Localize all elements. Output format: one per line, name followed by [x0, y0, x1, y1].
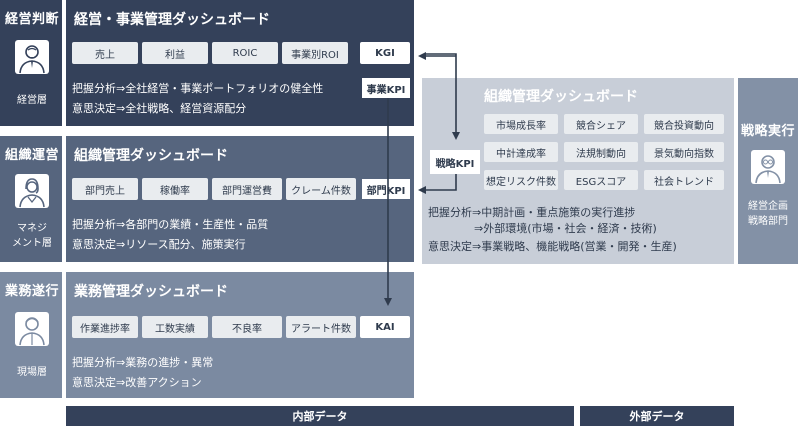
chip-sales: 売上 [72, 42, 138, 64]
chip-kai: KAI [360, 316, 410, 338]
executive-person-icon [14, 39, 50, 79]
external-data-bar: 外部データ [580, 406, 734, 426]
chip-roic: ROIC [212, 42, 278, 64]
executive-side-sub: 経営層 [17, 95, 47, 106]
chip-social-trend: 社会トレンド [644, 170, 724, 190]
worker-person-icon [14, 311, 50, 351]
chip-competitor-share: 競合シェア [564, 114, 638, 134]
executive-dashboard-panel: 経営・事業管理ダッシュボード 売上 利益 ROIC 事業別ROI KGI 把握分… [66, 0, 414, 126]
executive-decision-line: 意思決定⇒全社戦略、経営資源配分 [72, 102, 247, 115]
chip-market-growth: 市場成長率 [484, 114, 558, 134]
chip-esg-score: ESGスコア [564, 170, 638, 190]
chip-regulation-trend: 法規制動向 [564, 142, 638, 162]
business-kpi-box: 事業KPI [362, 78, 410, 98]
manager-person-icon [14, 173, 50, 213]
chip-profit: 利益 [142, 42, 208, 64]
executive-side-title: 経営判断 [4, 12, 59, 27]
operations-side-label: 業務遂行 現場層 [2, 272, 62, 398]
strategist-person-icon [750, 149, 786, 189]
operations-dashboard-panel: 業務管理ダッシュボード 作業進捗率 工数実績 不良率 アラート件数 KAI 把握… [66, 272, 414, 398]
strategy-side-title: 戦略実行 [740, 124, 795, 139]
operations-side-sub: 現場層 [17, 367, 47, 378]
chip-kgi: KGI [360, 42, 410, 64]
strategy-dashboard-title: 組織管理ダッシュボード [484, 89, 638, 105]
operations-dashboard-title: 業務管理ダッシュボード [74, 284, 228, 300]
chip-dept-sales: 部門売上 [72, 178, 138, 200]
executive-dashboard-title: 経営・事業管理ダッシュボード [74, 12, 270, 28]
chip-utilization: 稼働率 [142, 178, 208, 200]
organization-dashboard-title: 組織管理ダッシュボード [74, 148, 228, 164]
chip-defect-rate: 不良率 [212, 316, 282, 338]
chip-competitor-investment: 競合投資動向 [644, 114, 724, 134]
organization-side-title: 組織運営 [4, 148, 59, 163]
strategy-kpi-box: 戦略KPI [430, 150, 480, 174]
organization-dashboard-panel: 組織管理ダッシュボード 部門売上 稼働率 部門運営費 クレーム件数 把握分析⇒各… [66, 136, 414, 262]
chip-alerts: アラート件数 [286, 316, 356, 338]
kgi-strategy-line [424, 53, 460, 140]
organization-side-label: 組織運営 マネジ メント層 [2, 136, 62, 262]
strategy-dept-line [418, 174, 457, 194]
strategy-external-line: ⇒外部環境(市場・社会・経済・技術) [474, 222, 657, 235]
chip-claims: クレーム件数 [286, 178, 356, 200]
strategy-decision-line: 意思決定⇒事業戦略、機能戦略(営業・開発・生産) [428, 240, 677, 253]
chip-risk-count: 想定リスク件数 [484, 170, 558, 190]
operations-side-title: 業務遂行 [4, 284, 59, 299]
organization-decision-line: 意思決定⇒リソース配分、施策実行 [72, 238, 246, 251]
chip-business-roi: 事業別ROI [282, 42, 348, 64]
chip-dept-cost: 部門運営費 [212, 178, 282, 200]
chip-midterm-achievement: 中計達成率 [484, 142, 558, 162]
operations-analysis-line: 把握分析⇒業務の進捗・異常 [72, 356, 214, 369]
executive-side-label: 経営判断 経営層 [2, 0, 62, 126]
operations-decision-line: 意思決定⇒改善アクション [72, 376, 202, 389]
strategy-side-label: 戦略実行 経営企画 戦略部門 [738, 110, 798, 260]
organization-analysis-line: 把握分析⇒各部門の業績・生産性・品質 [72, 218, 269, 231]
chip-progress: 作業進捗率 [72, 316, 138, 338]
chip-economic-index: 景気動向指数 [644, 142, 724, 162]
organization-side-sub: マネジ メント層 [12, 223, 52, 249]
chip-man-hours: 工数実績 [142, 316, 208, 338]
strategy-dashboard-panel: 組織管理ダッシュボード 市場成長率 競合シェア 競合投資動向 中計達成率 法規制… [422, 78, 734, 264]
internal-data-bar: 内部データ [66, 406, 574, 426]
strategy-analysis-line: 把握分析⇒中期計画・重点施策の実行進捗 [428, 206, 636, 219]
executive-analysis-line: 把握分析⇒全社経営・事業ポートフォリオの健全性 [72, 82, 324, 95]
dept-kpi-box: 部門KPI [362, 179, 410, 199]
strategy-side-sub: 経営企画 戦略部門 [748, 201, 788, 227]
